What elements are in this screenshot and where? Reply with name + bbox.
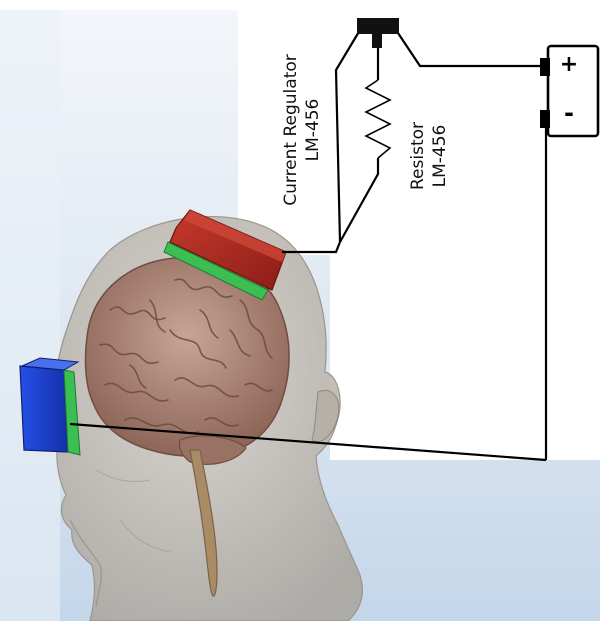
battery-negative-symbol: - — [558, 100, 580, 126]
battery-positive-symbol: + — [558, 52, 580, 78]
resistor-label: Resistor LM-456 — [407, 101, 451, 211]
regulator-name: Current Regulator — [280, 40, 302, 220]
cathode-plate — [20, 366, 68, 452]
resistor-name: Resistor — [407, 101, 429, 211]
regulator-model: LM-456 — [302, 40, 324, 220]
battery-negative-terminal — [540, 110, 550, 128]
cathode-electrode-pad — [20, 358, 80, 455]
battery-positive-terminal — [540, 58, 550, 76]
regulator-label: Current Regulator LM-456 — [280, 40, 324, 220]
resistor-model: LM-456 — [429, 101, 451, 211]
